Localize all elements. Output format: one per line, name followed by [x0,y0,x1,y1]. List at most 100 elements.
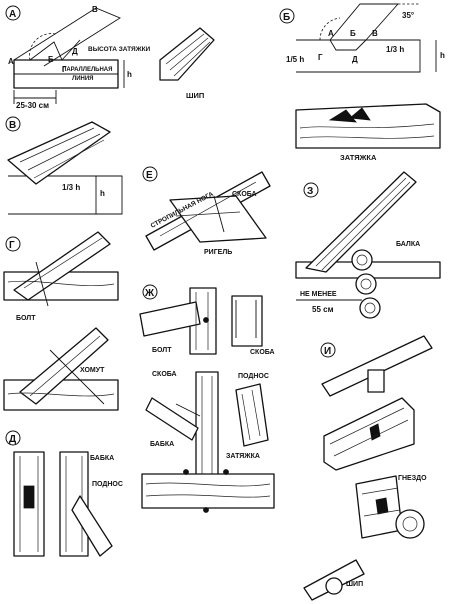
panel-d-support-label: ПОДНОС [92,481,123,488]
panel-i-log-end [395,509,425,539]
panel-b-h: h [440,51,445,60]
panel-a-tenon [159,27,215,81]
panel-b-notch [329,39,367,51]
panel-i-socket [375,497,389,515]
panel-b-letter: Б [283,12,290,23]
panel-g-clamp-label: ХОМУТ [80,367,105,374]
panel-i-middle-notch [369,423,381,441]
panel-g-bolt [35,261,49,307]
panel-zh-badge [142,284,158,300]
panel-b-point-d: Д [352,55,358,64]
panel-g-clamp [49,349,105,405]
panel-g-lower-rafter [19,327,109,405]
panel-g-badge [5,236,21,252]
panel-g-grain [7,237,115,289]
panel-a-parallel-1: ПАРАЛЛЕЛЬНАЯ [62,67,112,73]
panel-v-h: h [100,189,105,198]
panel-z-min-value: 55 см [312,305,334,314]
panel-d-post-right [59,451,89,557]
panel-i-middle-block [323,397,415,471]
panel-d-support-brace [71,495,113,557]
panel-zh-tie-beam [141,473,275,509]
panel-b: Б 35° А Б В Г Д 1/5 h 1/3 h h ЗАТЯЖКА [279,3,445,162]
panel-a-h: h [127,70,132,79]
panel-g-lower-grain [7,335,115,397]
panel-g: Г БОЛТ ХОМУТ [3,231,119,411]
panel-a: А А Б В Г Д ВЫСОТА ЗАТЯЖКИ h ПАРАЛЛЕЛЬНА… [5,5,215,110]
panel-b-point-b: Б [350,29,356,38]
panel-zh-tie-grain [145,482,271,498]
panel-z-grain [315,177,411,271]
panel-e-bracket-label: СКОБА [232,191,257,198]
panel-z-logs [351,249,381,319]
panel-i-upper-beam [321,335,433,397]
panel-zh-bracket-legs [235,300,257,338]
panel-d-badge [5,430,21,446]
panel-a-arc [29,33,57,61]
panel-zh-support-label: ПОДНОС [238,373,269,380]
panel-d-left-grain [19,456,39,552]
panel-a-rafter [13,7,121,67]
panel-b-beam [296,39,421,73]
panel-zh-brace [139,301,201,337]
panel-z-min-label: НЕ МЕНЕЕ [300,291,337,298]
panel-v-grain [19,127,105,179]
panel-b-tie-label: ЗАТЯЖКА [340,153,377,162]
panel-e-beam [169,195,267,243]
panel-zh-bracket-label-2: СКОБА [152,371,177,378]
panel-a-point-g: Г [62,65,67,74]
panel-z-beam-label: БАЛКА [396,241,420,248]
panel-g-bolt-label: БОЛТ [16,315,36,322]
panel-b-rafter [329,3,400,41]
panel-zh-bolt-head [203,317,209,323]
panel-zh-support [235,383,269,447]
panel-zh-center-post [195,371,219,479]
panel-zh-support-grain [241,389,261,441]
panel-v: В 1/3 h h [5,116,123,215]
panel-g-letter: Г [9,240,15,251]
panel-i-badge [320,342,336,358]
panel-b-point-v: В [372,29,378,38]
panel-e-bracket [213,195,225,233]
panel-a-badge [5,5,21,21]
panel-b-angle: 35° [402,11,414,20]
panel-zh-center-grain [201,376,213,474]
panel-a-letter: А [9,9,16,20]
panel-b-notch-cut [328,107,371,123]
panel-i: И ГНЕЗДО ШИП [303,335,433,601]
panel-a-dimension: 25-30 см [16,101,49,110]
panel-a-point-b: Б [48,55,54,64]
panel-a-height-label: ВЫСОТА ЗАТЯЖКИ [88,46,151,53]
panel-b-tie-beam [295,103,441,149]
panel-d: Д БАБКА ПОДНОС [5,430,123,557]
panel-a-point-d: Д [72,47,78,56]
panel-b-badge [279,8,295,24]
panel-zh-block [231,295,263,347]
panel-b-arc [319,17,341,41]
panel-v-badge [5,116,21,132]
panel-a-tenon-grain [165,33,211,77]
panel-e-letter: Е [146,170,153,181]
panel-e-grain [159,181,257,237]
panel-d-socket [23,485,35,509]
panel-v-rafter [7,121,111,185]
panel-a-tenon-label: ШИП [186,91,204,100]
panel-b-fraction-left: 1/5 h [286,55,304,64]
panel-a-parallel-2: ЛИНИЯ [72,76,93,82]
panel-v-fraction: 1/3 h [62,183,80,192]
panel-b-fraction-right: 1/3 h [386,45,404,54]
panel-g-rafter [13,231,111,301]
panel-i-middle-grain [329,407,409,457]
panel-e-badge [142,166,158,182]
panel-i-upper-post [367,369,385,393]
panel-a-point-a: А [8,57,14,66]
panel-i-socket-grain [361,487,401,517]
panel-zh-center-bracket [175,403,201,417]
panel-d-post-label: БАБКА [90,455,114,462]
panel-i-letter: И [324,346,331,357]
panel-b-point-a: А [328,29,334,38]
panel-zh: Ж БОЛТ СКОБА СКОБА ПОДНОС БАБКА ЗАТЯЖКА [139,284,275,513]
panel-zh-post-label: БАБКА [150,441,174,448]
panel-a-cut-2 [61,39,81,61]
panel-zh-letter: Ж [144,288,155,299]
